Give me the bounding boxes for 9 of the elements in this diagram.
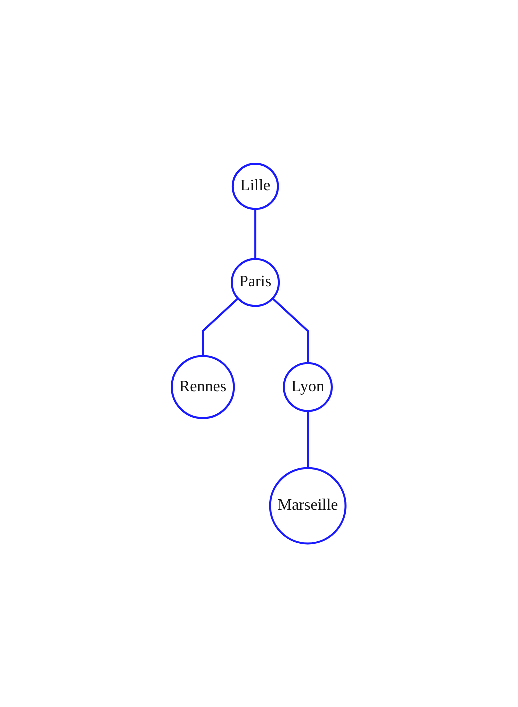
node-circle: Rennes [171, 354, 236, 419]
connector [272, 298, 310, 363]
node-circle: Lyon [283, 362, 334, 412]
node-circle: Marseille [269, 466, 347, 544]
connector [254, 208, 257, 259]
connector [202, 298, 240, 356]
node-circle: Lille [232, 162, 280, 210]
connector [307, 410, 310, 468]
node-circle: Paris [231, 258, 280, 307]
